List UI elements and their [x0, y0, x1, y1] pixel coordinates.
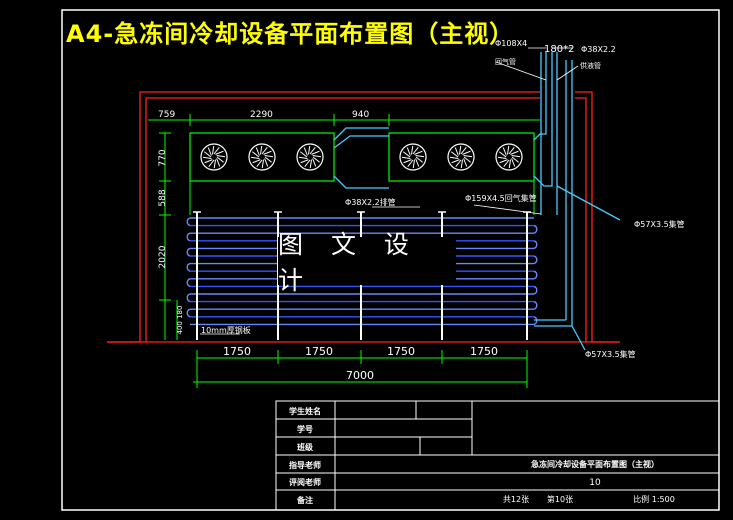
title-block-sheet-no: 第10张 [547, 494, 573, 504]
title-block-label: 班级 [297, 442, 314, 452]
room-walls [107, 91, 620, 343]
coil-bend-right [533, 285, 538, 295]
title-block-label: 学号 [297, 424, 313, 434]
coil-bend-right [533, 240, 538, 250]
title-block-label: 指导老师 [289, 460, 321, 470]
support-post [523, 211, 531, 340]
label-108: Φ108X4 [495, 39, 527, 48]
coil-bend-left [186, 262, 191, 272]
title-block-label: 学生姓名 [289, 406, 321, 416]
coil-bend-right [533, 255, 538, 265]
coil-bend-left [186, 247, 191, 257]
fan-icon [399, 143, 427, 171]
dim-2020: 2020 [158, 245, 168, 268]
coil-bend-left [186, 278, 191, 288]
support-post [193, 211, 201, 340]
drawing-title: A4-急冻间冷却设备平面布置图（主视） [66, 20, 515, 48]
coil-bend-left [186, 232, 191, 242]
fan-icon [200, 143, 228, 171]
coil-bend-left [186, 293, 191, 303]
air-cooler-right [388, 132, 535, 182]
label-return-header: Φ159X4.5回气集管 [465, 193, 537, 203]
air-cooler-left [189, 132, 335, 182]
dim-segment: 1750 [470, 345, 498, 358]
dim-segment: 1750 [223, 345, 251, 358]
dim-770: 770 [158, 149, 168, 166]
label-180x2: 180*2 [544, 44, 574, 55]
title-block-label: 备注 [296, 495, 313, 505]
fan-icon [248, 143, 276, 171]
refrigerant-piping [333, 52, 621, 351]
coil-bend-right [533, 300, 538, 310]
fan-icon [296, 143, 324, 171]
label-bracket: 10mm厚钢板 [201, 325, 251, 335]
dimension-lines [148, 114, 540, 388]
dim-segment: 1750 [387, 345, 415, 358]
dim-total: 7000 [346, 369, 374, 382]
label-38: Φ38X2.2 [581, 45, 616, 54]
dim-759: 759 [158, 110, 175, 120]
dim-2290: 2290 [250, 110, 273, 120]
title-block-label: 评阅老师 [289, 477, 321, 487]
title-block-scale: 比例 1:500 [633, 494, 675, 504]
coil-bend-right [533, 224, 538, 234]
title-block-frame [275, 400, 720, 511]
label-return-gas: 回气管 [495, 57, 516, 66]
coil-bend-left [186, 217, 191, 227]
dim-segment: 1750 [305, 345, 333, 358]
label-lower-header: Φ57X3.5集管 [585, 349, 636, 359]
dim-400-180: 400 180 [176, 306, 184, 335]
title-block-drawing-no: 10 [589, 478, 601, 488]
title-block-sheets: 共12张 [503, 495, 529, 504]
label-supply-header: Φ57X3.5集管 [634, 219, 685, 229]
coil-bend-right [533, 270, 538, 280]
dim-588: 588 [158, 189, 168, 206]
leader-lines [200, 47, 579, 335]
fan-icon [495, 143, 523, 171]
title-block-drawing-name: 急冻间冷却设备平面布置图（主视） [531, 459, 659, 469]
watermark: 图 文 设 计 [278, 230, 456, 295]
label-coil-pipe: Φ38X2.2排管 [345, 197, 396, 207]
fan-icon [447, 143, 475, 171]
coil-bend-left [186, 308, 191, 318]
label-supply-liquid: 供液管 [580, 61, 601, 70]
dim-940: 940 [352, 110, 369, 120]
